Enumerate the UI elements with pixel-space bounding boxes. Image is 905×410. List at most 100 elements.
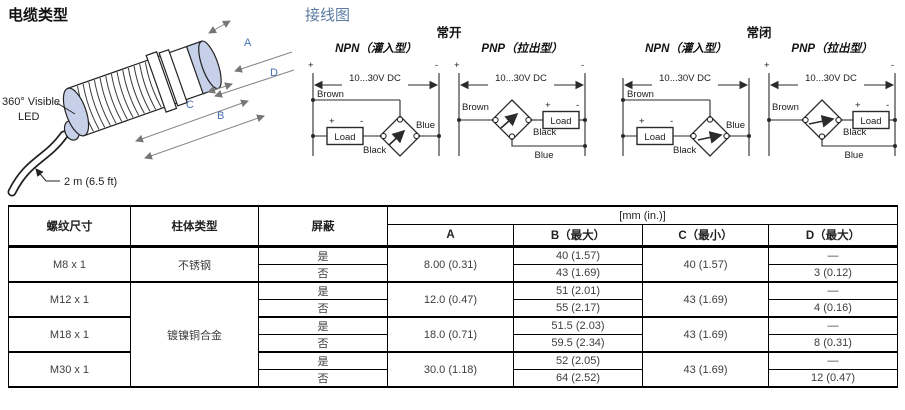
table-row: 否 64 (2.52) 12 (0.47) xyxy=(9,369,899,388)
no-npn-label: NPN（灌入型） xyxy=(335,43,417,55)
switch-symbol xyxy=(500,112,519,129)
cell-d: 3 (0.12) xyxy=(767,264,899,283)
dim-label-d: D xyxy=(270,67,278,79)
cell-shield-yes: 是 xyxy=(258,316,388,335)
cell-c: 43 (1.69) xyxy=(642,351,769,388)
voltage-label: 10...30V DC xyxy=(495,73,547,84)
black-wire-label: Black xyxy=(533,127,556,138)
cable-section-title: 电缆类型 xyxy=(8,7,69,24)
cell-shield-no: 否 xyxy=(258,299,388,318)
switch-symbol xyxy=(388,129,406,146)
load-plus: + xyxy=(639,116,645,127)
blue-wire-label: Blue xyxy=(844,150,863,161)
plus-terminal: + xyxy=(308,60,314,71)
cell-d: 8 (0.31) xyxy=(767,334,899,353)
cable-length-label: 2 m (6.5 ft) xyxy=(64,176,117,188)
cell-c: 40 (1.57) xyxy=(642,245,769,283)
blue-wire-label: Blue xyxy=(416,120,435,131)
cell-shield-no: 否 xyxy=(258,369,388,388)
blue-wire-label: Blue xyxy=(534,150,553,161)
load-minus: - xyxy=(360,116,363,127)
brown-wire-label: Brown xyxy=(462,102,489,113)
plus-terminal: + xyxy=(454,60,460,71)
cell-d: 12 (0.47) xyxy=(767,369,899,388)
brown-wire-label: Brown xyxy=(317,89,344,100)
black-wire-label: Black xyxy=(363,145,386,156)
load-minus: - xyxy=(886,100,889,111)
cell-b: 43 (1.69) xyxy=(513,264,643,283)
cell-d: 4 (0.16) xyxy=(767,299,899,318)
load-plus: + xyxy=(545,100,551,111)
cell-thread-m18: M18 x 1 xyxy=(8,316,131,353)
load-label: Load xyxy=(644,132,665,143)
header-shielded: 屏蔽 xyxy=(258,205,388,248)
dim-label-c: C xyxy=(186,99,194,111)
load-minus: - xyxy=(576,100,579,111)
black-wire-label: Black xyxy=(673,145,696,156)
load-box xyxy=(326,126,364,146)
sensor-dimension-drawing: A D C B 360° Visible LED 2 m (6.5 ft) xyxy=(2,20,295,197)
led-callout-line2: LED xyxy=(18,111,39,123)
header-thread-size: 螺纹尺寸 xyxy=(8,205,131,248)
cell-a: 18.0 (0.71) xyxy=(387,316,514,353)
cell-c: 43 (1.69) xyxy=(642,281,769,318)
header-units: [mm (in.)] xyxy=(386,205,899,225)
minus-terminal: - xyxy=(435,60,438,71)
dim-label-a: A xyxy=(244,37,252,49)
header-dim-b: B（最大） xyxy=(513,224,643,248)
switch-symbol xyxy=(808,115,835,128)
header-body-type: 柱体类型 xyxy=(130,205,259,248)
load-label: Load xyxy=(550,116,571,127)
table-row: M12 x 1 镀镍铜合金 是 12.0 (0.47) 51 (2.01) 43… xyxy=(8,281,899,388)
minus-terminal: - xyxy=(891,60,894,71)
cell-a: 8.00 (0.31) xyxy=(387,245,514,283)
wiring-group-normally-open: 常开 NPN（灌入型） PNP（拉出型） xyxy=(303,22,595,170)
load-label: Load xyxy=(334,132,355,143)
table-row: 否 55 (2.17) 4 (0.16) xyxy=(9,299,899,318)
cell-d: — xyxy=(767,245,899,265)
nc-npn-label: NPN（灌入型） xyxy=(645,43,727,55)
cell-b: 59.5 (2.34) xyxy=(513,334,643,353)
wiring-diagram-no-npn: + - 10...30V DC Brown + - Load Black Blu… xyxy=(308,60,441,157)
minus-terminal: - xyxy=(581,60,584,71)
cell-body-m8: 不锈钢 xyxy=(130,245,259,283)
load-plus: + xyxy=(855,100,861,111)
dimension-lines xyxy=(135,20,295,160)
header-dim-c: C（最小） xyxy=(642,224,769,248)
black-wire-label: Black xyxy=(843,127,866,138)
sensor-cable xyxy=(7,130,69,197)
cell-b: 40 (1.57) xyxy=(513,245,643,265)
wiring-diagram-no-pnp: + - 10...30V DC Brown + - Load Black Blu… xyxy=(454,60,587,161)
cell-b: 55 (2.17) xyxy=(513,299,643,318)
sensor-body xyxy=(62,40,222,141)
load-box xyxy=(636,126,674,146)
cell-d: — xyxy=(767,351,899,370)
cell-shield-no: 否 xyxy=(258,334,388,353)
led-callout-line1: 360° Visible xyxy=(2,96,60,108)
wiring-section-title: 接线图 xyxy=(305,7,351,24)
voltage-label: 10...30V DC xyxy=(659,73,711,84)
blue-wire-label: Blue xyxy=(726,120,745,131)
wiring-diagram-nc-pnp: + - 10...30V DC Brown + - Load Black Blu… xyxy=(764,60,897,161)
nc-pnp-label: PNP（拉出型） xyxy=(791,43,873,55)
normally-open-title: 常开 xyxy=(436,26,462,40)
brown-wire-label: Brown xyxy=(627,89,654,100)
cell-d: — xyxy=(767,316,899,335)
cell-shield-no: 否 xyxy=(258,264,388,283)
cell-a: 12.0 (0.47) xyxy=(387,281,514,318)
cell-b: 51.5 (2.03) xyxy=(513,316,643,335)
wiring-group-normally-closed: 常闭 NPN（灌入型） PNP（拉出型） xyxy=(613,22,905,170)
no-pnp-label: PNP（拉出型） xyxy=(481,43,563,55)
cable-leader-line xyxy=(35,168,60,182)
wiring-diagram-nc-npn: 10...30V DC Brown + - Load Black Blue xyxy=(621,73,751,157)
table-row: M30 x 1 是 30.0 (1.18) 52 (2.05) 43 (1.69… xyxy=(8,351,899,388)
cell-shield-yes: 是 xyxy=(258,245,388,265)
cell-thread-m30: M30 x 1 xyxy=(8,351,131,388)
load-minus: - xyxy=(670,116,673,127)
table-row: M8 x 1 不锈钢 是 8.00 (0.31) 40 (1.57) 40 (1… xyxy=(8,245,899,283)
cell-shield-yes: 是 xyxy=(258,281,388,300)
cell-shield-yes: 是 xyxy=(258,351,388,370)
cell-thread-m12: M12 x 1 xyxy=(8,281,131,318)
header-dim-d: D（最大） xyxy=(767,224,899,248)
